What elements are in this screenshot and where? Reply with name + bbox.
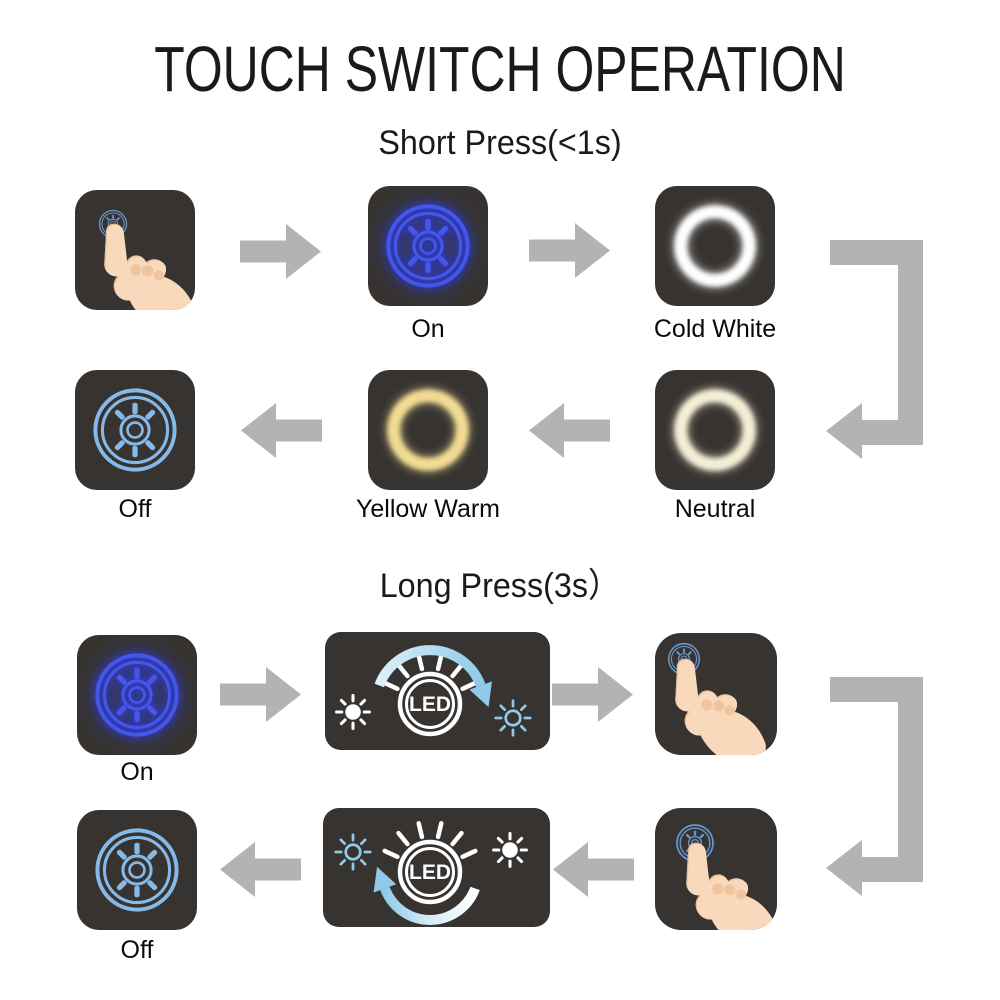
switch-dial-lightblue-icon — [93, 826, 181, 914]
flow-elbow-arrow-icon — [823, 677, 926, 899]
flow-arrow-right-icon — [529, 222, 611, 279]
brightness-sun-dim-icon — [337, 696, 370, 729]
dimmer-arrowhead — [373, 866, 397, 893]
step-label-on: On — [411, 315, 445, 343]
switch-dial-glow-blue-icon — [93, 651, 181, 739]
step-label-cold-white: Cold White — [653, 315, 777, 343]
led-dial-label: LED — [409, 693, 451, 716]
pointing-hand-icon — [664, 656, 766, 755]
step-label-off-long: Off — [120, 936, 154, 964]
pointing-hand-icon — [675, 840, 777, 930]
dial-rays — [382, 653, 478, 692]
glow-ring-yellow-icon — [376, 378, 480, 482]
section-heading-long-press: Long Press(3s） — [379, 567, 621, 605]
flow-arrow-right-icon — [240, 223, 322, 280]
step-tile-on — [368, 186, 488, 306]
flow-arrow-right-icon — [220, 666, 302, 723]
brightness-sun-bright-icon — [496, 701, 531, 736]
dial-rays — [382, 821, 478, 860]
led-dimmer-dim-icon: LED — [323, 808, 550, 927]
step-label-yellow-warm: Yellow Warm — [355, 495, 501, 523]
dimmer-arc-clockwise — [374, 645, 486, 688]
section-heading-short-press: Short Press(<1s) — [378, 124, 622, 162]
step-tile-touch-hold — [655, 633, 777, 755]
switch-dial-lightblue-icon — [91, 386, 179, 474]
flow-arrow-left-icon — [219, 841, 301, 898]
step-tile-cold-white — [655, 186, 775, 306]
step-label-neutral: Neutral — [674, 495, 756, 523]
flow-arrow-left-icon — [240, 402, 322, 459]
page-title: TOUCH SWITCH OPERATION — [154, 33, 846, 105]
step-tile-off — [75, 370, 195, 490]
brightness-sun-dim-icon — [336, 835, 371, 870]
led-dial-label: LED — [409, 861, 451, 884]
led-dimmer-brighten-icon: LED — [325, 632, 550, 750]
step-tile-touch — [75, 190, 195, 310]
glow-ring-white-icon — [663, 194, 767, 298]
dimmer-arc-counterclockwise — [380, 886, 480, 925]
step-tile-yellow-warm — [368, 370, 488, 490]
brightness-sun-bright-icon — [494, 834, 527, 867]
step-tile-touch-hold-2 — [655, 808, 777, 930]
step-tile-neutral — [655, 370, 775, 490]
flow-arrow-right-icon — [552, 666, 634, 723]
dimmer-arrowhead — [469, 681, 492, 708]
flow-arrow-left-icon — [552, 841, 634, 898]
flow-elbow-arrow-icon — [823, 240, 926, 462]
pointing-hand-icon — [93, 221, 195, 310]
step-tile-off-long — [77, 810, 197, 930]
switch-dial-glow-blue-icon — [384, 202, 472, 290]
glow-ring-neutral-icon — [663, 378, 767, 482]
step-tile-on-long — [77, 635, 197, 755]
flow-arrow-left-icon — [528, 402, 610, 459]
step-label-on-long: On — [120, 758, 154, 786]
step-label-off: Off — [118, 495, 152, 523]
